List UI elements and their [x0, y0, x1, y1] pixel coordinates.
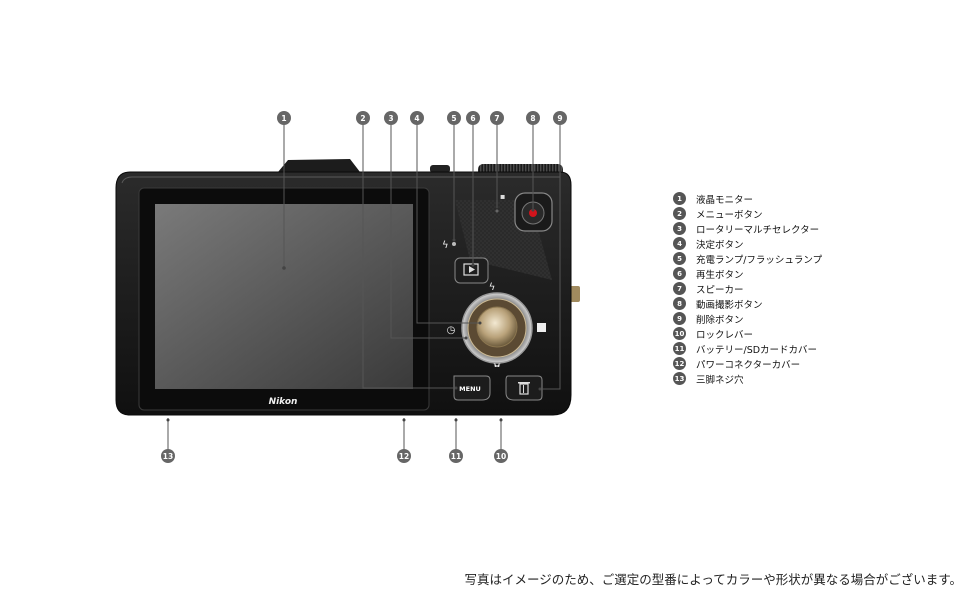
callout-marker: 8: [526, 111, 540, 125]
svg-text:6: 6: [470, 114, 475, 123]
callout-marker: 13: [161, 449, 175, 463]
svg-text:9: 9: [557, 114, 562, 123]
callout-marker: 3: [384, 111, 398, 125]
legend-label: ロックレバー: [696, 329, 754, 341]
speaker-hole: [495, 209, 499, 213]
svg-text:7: 7: [494, 114, 499, 123]
svg-text:3: 3: [388, 114, 393, 123]
svg-text:4: 4: [414, 114, 419, 123]
svg-text:8: 8: [530, 114, 535, 123]
callout-marker: 11: [449, 449, 463, 463]
legend-label: バッテリー/SDカードカバー: [696, 344, 818, 356]
svg-text:10: 10: [496, 452, 506, 461]
ok-button[interactable]: [476, 306, 518, 348]
legend-label: ロータリーマルチセレクター: [696, 224, 820, 236]
trash-icon: [518, 382, 530, 395]
flash-lamp-symbol: ϟ: [442, 240, 449, 251]
legend-label: 三脚ネジ穴: [696, 374, 744, 386]
svg-text:2: 2: [360, 114, 365, 123]
svg-text:12: 12: [399, 452, 409, 461]
legend-label: 液晶モニター: [696, 194, 754, 206]
movie-camera-icon: ▪: [500, 192, 505, 201]
legend-label: 決定ボタン: [696, 239, 744, 251]
svg-text:11: 11: [451, 452, 461, 461]
callout-marker: 1: [277, 111, 291, 125]
leader-lines: [167, 125, 561, 450]
exposure-compensation-icon: [537, 323, 546, 332]
flash-mode-icon: ϟ: [489, 282, 496, 293]
callout-marker: 5: [447, 111, 461, 125]
camera-brand-logo: Nikon: [269, 397, 298, 407]
legend-label: メニューボタン: [696, 209, 763, 221]
legend-label: パワーコネクターカバー: [696, 359, 801, 371]
disclaimer-note: 写真はイメージのため、ご選定の型番によってカラーや形状が異なる場合がございます。: [464, 572, 962, 587]
callout-marker: 2: [356, 111, 370, 125]
shutter-top: [430, 165, 450, 173]
svg-text:1: 1: [281, 114, 286, 123]
camera-top-hump: [278, 159, 360, 172]
legend-label: スピーカー: [696, 284, 744, 296]
play-icon: [469, 266, 475, 273]
callout-marker: 9: [553, 111, 567, 125]
callout-marker: 12: [397, 449, 411, 463]
callout-marker: 7: [490, 111, 504, 125]
svg-text:5: 5: [451, 114, 456, 123]
charge-lamp: [452, 242, 456, 246]
legend-label: 削除ボタン: [696, 314, 744, 326]
callout-marker: 6: [466, 111, 480, 125]
svg-text:13: 13: [163, 452, 173, 461]
callout-marker: 4: [410, 111, 424, 125]
callout-marker: 10: [494, 449, 508, 463]
macro-icon: ✿: [493, 360, 501, 370]
menu-button[interactable]: [453, 375, 491, 401]
self-timer-icon: ◷: [447, 325, 456, 336]
menu-button-label: MENU: [459, 385, 481, 393]
legend-label: 再生ボタン: [696, 269, 744, 281]
record-dot-icon: [529, 209, 537, 217]
legend-label: 充電ランプ/フラッシュランプ: [696, 254, 823, 266]
leader-dots: [166, 208, 542, 422]
legend-label: 動画撮影ボタン: [696, 299, 763, 311]
